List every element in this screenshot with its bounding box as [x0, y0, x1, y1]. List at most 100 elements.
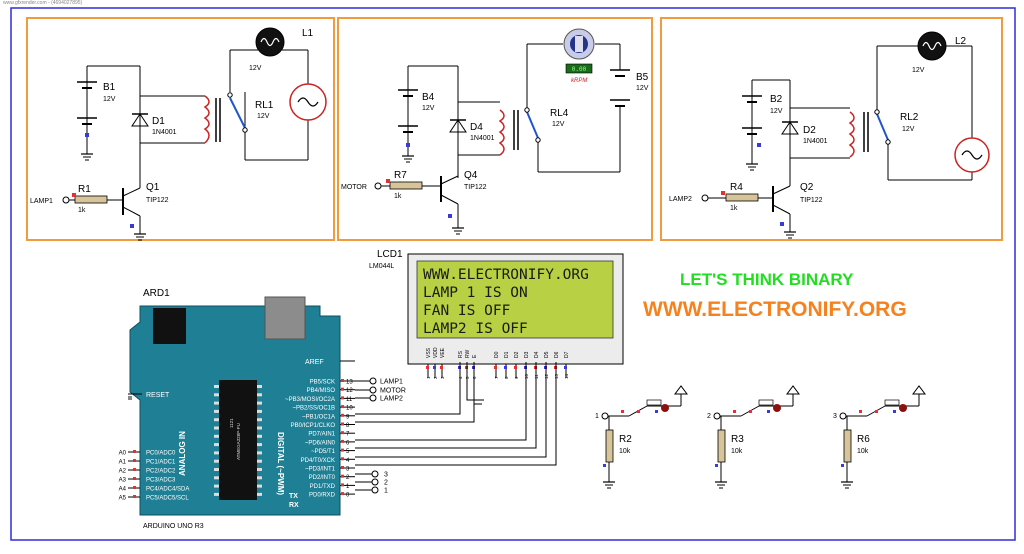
transistor-part: TIP122 [146, 197, 169, 204]
analog-pin-name: PC0/ADC0 [146, 451, 176, 457]
digital-pin-number: 3 [346, 467, 350, 473]
reset-label: RESET [146, 392, 170, 399]
digital-pin-number: 13 [346, 380, 353, 386]
wiring [355, 362, 557, 491]
digital-pin-number: 11 [346, 397, 353, 403]
diode-part: 1N4001 [803, 138, 828, 145]
analog-pin-label: A2 [119, 469, 127, 475]
resistor-label: R3 [731, 434, 744, 445]
battery2-value: 12V [636, 85, 649, 92]
lcd-part: LM044L [369, 263, 394, 270]
transistor-part: TIP122 [800, 197, 823, 204]
lcd-label: LCD1 [377, 249, 403, 260]
relay-label: RL1 [255, 100, 274, 111]
digital-pin-number: 12 [346, 388, 353, 394]
resistor-value: 10k [857, 448, 869, 455]
resistor-value: 1k [730, 205, 738, 212]
lcd-line-3: FAN IS OFF [423, 303, 510, 319]
rx-label: RX [289, 502, 299, 509]
digital-pin-name: PD7/AIN1 [308, 432, 335, 438]
battery-label: B2 [770, 94, 783, 105]
digital-pin-name: ~PD6/AIN0 [305, 440, 336, 446]
analog-pin-label: A5 [119, 496, 127, 502]
terminal-lamp1: LAMP1 [30, 198, 53, 205]
pulldown-resistor [843, 429, 852, 463]
analog-pin-name: PC3/ADC3 [146, 478, 176, 484]
resistor-label: R4 [730, 182, 743, 193]
lcd-pin-name: D5 [544, 351, 550, 358]
digital-pin-name: PD2/INT0 [309, 475, 336, 481]
terminal-label: MOTOR [380, 388, 406, 395]
usb-connector [153, 308, 186, 344]
lcd-line-4: LAMP2 IS OFF [423, 321, 528, 337]
vcc-arrow-icon [786, 385, 800, 395]
panel-lamp1: B1 12V D1 1N4001 RL1 12V L1 12V [26, 17, 335, 241]
transistor-label: Q4 [464, 170, 478, 181]
digital-pin-number: 0 [346, 493, 350, 499]
relay-value: 12V [552, 121, 565, 128]
lcd-pin-name: RW [465, 349, 471, 358]
relay-value: 12V [257, 113, 270, 120]
digital-title: DIGITAL (~PWM) [276, 432, 285, 495]
battery-label: B1 [103, 82, 116, 93]
relay-label: RL4 [550, 108, 569, 119]
diode-part: 1N4001 [152, 129, 177, 136]
push-button [758, 399, 774, 406]
transistor-part: TIP122 [464, 184, 487, 191]
pulldown-resistor [605, 429, 614, 463]
lcd-pin-number: 9 [514, 376, 519, 379]
lcd-pin-name: D4 [534, 351, 540, 358]
resistor-value: 10k [731, 448, 743, 455]
digital-pin-name: PB0/ICP1/CLKO [291, 423, 336, 429]
button-terminal: 3 [833, 413, 837, 420]
battery-value: 12V [103, 96, 116, 103]
atmega-chip [219, 380, 257, 500]
panel-lamp2: B2 12V D2 1N4001 RL2 12V L2 12V [660, 17, 1003, 241]
terminal-label: 3 [384, 472, 388, 479]
lcd-pin-name: VSS [426, 347, 432, 358]
lcd-pin-name: D1 [504, 351, 510, 358]
digital-pin-number: 7 [346, 432, 350, 438]
panel-border [26, 17, 335, 241]
digital-pin-name: PD0/RXD [309, 493, 336, 499]
terminal-motor: MOTOR [341, 184, 367, 191]
sheet-border [10, 7, 1016, 541]
lcd-pin-name: RS [458, 350, 464, 358]
lcd-pin-name: D3 [524, 351, 530, 358]
diode-label: D4 [470, 122, 483, 133]
motor-display: 0.00 [572, 66, 587, 73]
analog-pin-label: A0 [119, 451, 127, 457]
panel-border [337, 17, 653, 241]
lcd-pin-name: D6 [554, 351, 560, 358]
lamp-value: 12V [912, 67, 925, 74]
lamp-label: L1 [302, 28, 314, 39]
terminal-label: LAMP1 [380, 379, 403, 386]
resistor-label: R6 [857, 434, 870, 445]
digital-pin-name: PB5/SCK [310, 380, 335, 386]
chip-num: 1121 [229, 418, 234, 428]
lamp-label: L2 [955, 36, 967, 47]
resistor-label: R1 [78, 184, 91, 195]
battery-value: 12V [770, 108, 783, 115]
analog-title: ANALOG IN [178, 431, 187, 476]
diode-label: D2 [803, 125, 816, 136]
analog-pin-label: A3 [119, 478, 127, 484]
resistor-value: 1k [394, 193, 402, 200]
button-terminal: 2 [707, 413, 711, 420]
push-button-circuit: 2R3 10k [707, 385, 800, 489]
analog-pin-label: A4 [119, 487, 127, 493]
analog-pin-name: PC1/ADC1 [146, 460, 176, 466]
lamp-icon [255, 27, 285, 57]
digital-pin-number: 9 [346, 414, 350, 420]
battery2-label: B5 [636, 72, 649, 83]
digital-pin-number: 5 [346, 449, 350, 455]
push-button-circuit: 3R6 10k [833, 385, 926, 489]
digital-pin-number: 8 [346, 423, 350, 429]
pulldown-resistor [717, 429, 726, 463]
lcd-pin-name: VEE [440, 347, 446, 358]
terminal-lamp2: LAMP2 [669, 196, 692, 203]
panel-motor: B4 12V D4 1N4001 RL4 12V B5 12V [337, 17, 653, 241]
lcd-pin-number: 14 [564, 373, 569, 379]
